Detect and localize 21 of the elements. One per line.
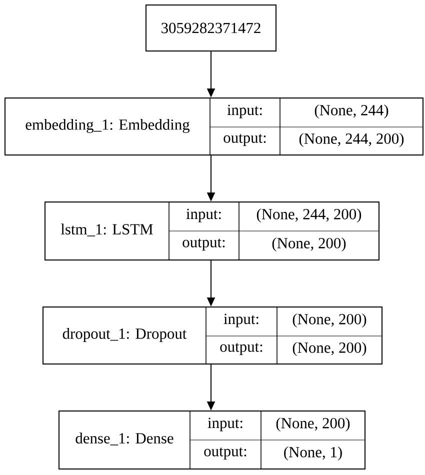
- port-label: input:: [224, 314, 258, 328]
- shape-value: (None, 244): [314, 104, 388, 118]
- shape-value: (None, 1): [284, 446, 342, 460]
- layer-name: lstm_1: LSTM: [60, 224, 153, 236]
- shape-value: (None, 244, 200): [299, 132, 404, 147]
- shape-value: (None, 244, 200): [256, 208, 362, 222]
- layer-name: embedding_1: Embedding: [26, 118, 190, 133]
- layer-name: dense_1: Dense: [76, 432, 174, 446]
- shape-value: (None, 200): [272, 237, 346, 252]
- layer-name: dropout_1: Dropout: [62, 328, 187, 342]
- port-label: output:: [204, 448, 246, 460]
- shape-value: (None, 200): [292, 342, 366, 356]
- shape-value: (None, 200): [292, 314, 366, 328]
- port-label: input:: [186, 208, 221, 222]
- port-label: input:: [208, 418, 242, 432]
- shape-value: (None, 200): [276, 418, 350, 432]
- port-label: output:: [224, 134, 266, 146]
- port-label: output:: [220, 343, 262, 355]
- input-box: 3059282371472: [146, 4, 276, 52]
- port-label: input:: [227, 104, 262, 118]
- port-label: output:: [182, 238, 225, 250]
